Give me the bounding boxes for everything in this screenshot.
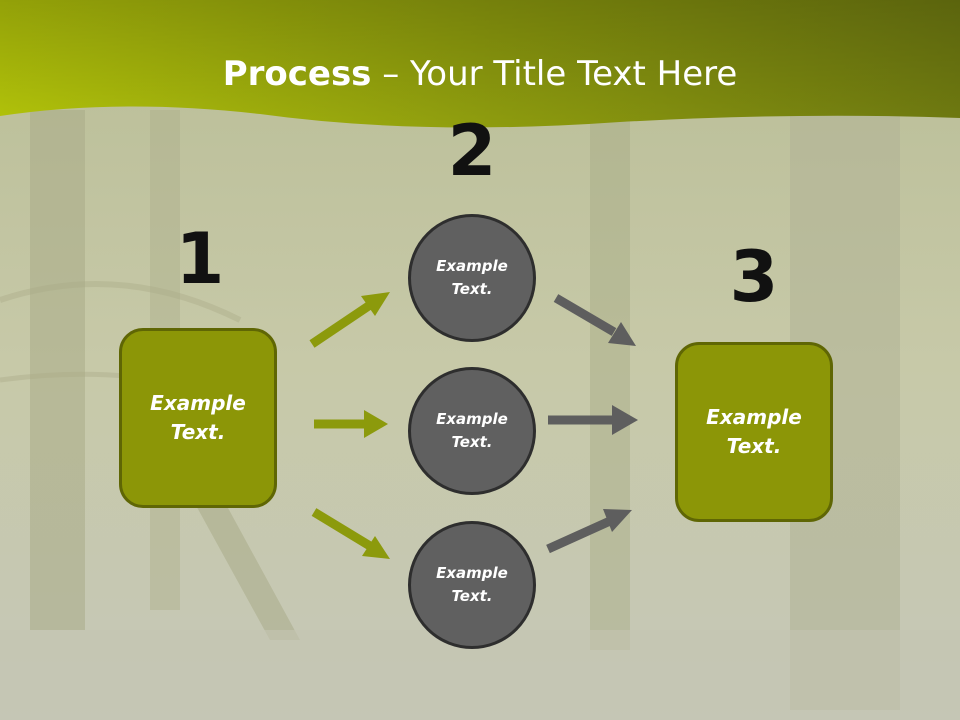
arrow-green-right-icon [314, 410, 388, 438]
step-number-2: 2 [447, 110, 497, 192]
process-circle-middle: Example Text. [408, 367, 536, 495]
step-1-box: Example Text. [119, 328, 277, 508]
title-bold: Process [222, 54, 372, 94]
process-circle-bottom: Example Text. [408, 521, 536, 649]
step-3-box: Example Text. [675, 342, 833, 522]
arrow-gray-up-icon [546, 509, 632, 554]
arrow-green-up-icon [309, 292, 390, 348]
slide-title: Process – Your Title Text Here [0, 52, 960, 96]
arrow-green-down-icon [311, 508, 390, 559]
process-circle-top: Example Text. [408, 214, 536, 342]
arrow-gray-down-icon [553, 294, 636, 346]
arrow-gray-right-icon [548, 405, 638, 435]
step-number-1: 1 [175, 218, 225, 300]
step-number-3: 3 [729, 236, 779, 318]
title-rest: – Your Title Text Here [371, 54, 738, 94]
